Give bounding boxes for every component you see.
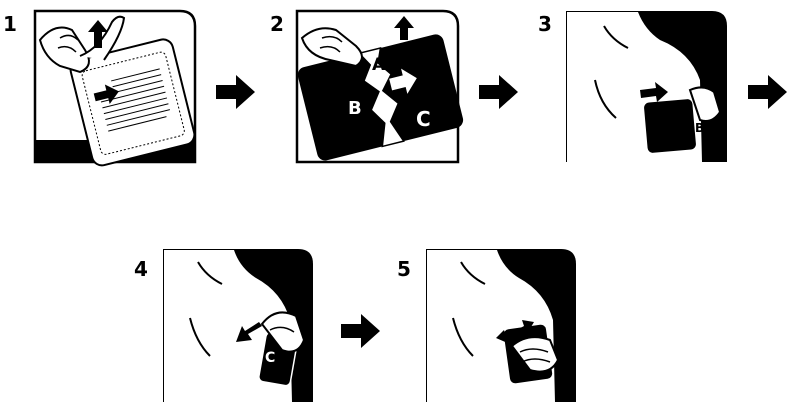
step-2: 2 B A C xyxy=(270,11,465,162)
step-1: 1 xyxy=(3,11,197,167)
step-4: 4 C xyxy=(134,249,313,402)
step-2-panel: B A C xyxy=(296,11,465,162)
label-b: B xyxy=(695,121,704,135)
step-3-panel: B xyxy=(566,11,727,162)
right-arrow-icon xyxy=(341,314,380,348)
step-4-panel: C xyxy=(163,249,313,402)
step-4-number: 4 xyxy=(134,257,148,281)
step-5: 5 xyxy=(397,249,576,402)
label-a: A xyxy=(372,55,386,75)
right-arrow-icon xyxy=(748,75,787,109)
step-2-number: 2 xyxy=(270,12,284,36)
step-3: 3 B xyxy=(538,11,727,162)
step-1-panel xyxy=(35,11,197,167)
label-b: B xyxy=(348,98,362,119)
step-1-number: 1 xyxy=(3,12,17,36)
step-3-number: 3 xyxy=(538,12,552,36)
step-5-number: 5 xyxy=(397,257,411,281)
label-c: C xyxy=(416,107,431,131)
right-arrow-icon xyxy=(479,75,518,109)
label-c: C xyxy=(265,350,275,366)
step-5-panel xyxy=(426,249,576,402)
right-arrow-icon xyxy=(216,75,255,109)
